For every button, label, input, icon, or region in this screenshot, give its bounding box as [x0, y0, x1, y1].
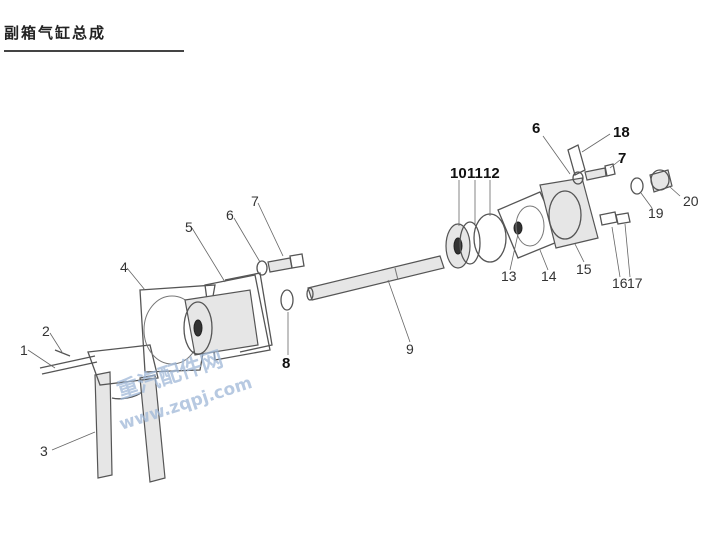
callout-9: 9	[406, 341, 414, 357]
part-pin-2	[54, 349, 71, 357]
part-piston-10	[445, 223, 471, 269]
callout-10: 10	[450, 165, 467, 182]
leader-lines	[27, 133, 681, 451]
part-bolt-7-left	[267, 253, 305, 273]
part-bolt-7-right	[584, 163, 616, 181]
part-nut-13	[513, 221, 523, 235]
callout-5: 5	[185, 219, 193, 235]
part-washer-6-left	[256, 260, 268, 276]
watermark: 重汽配件网 www.zqpj.com	[114, 346, 255, 435]
part-cylinder-cover-15	[539, 177, 599, 249]
callout-18: 18	[613, 124, 630, 141]
part-oring-12	[473, 213, 507, 263]
callout-3: 3	[40, 443, 48, 459]
part-shift-fork	[87, 344, 166, 483]
callout-1: 1	[20, 342, 28, 358]
part-oring-19	[630, 177, 644, 195]
part-oring-8	[280, 289, 294, 311]
callout-14: 14	[541, 268, 557, 284]
callout-16: 16	[612, 275, 628, 291]
callout-12: 12	[483, 165, 500, 182]
part-seal-11	[459, 221, 481, 265]
callout-8: 8	[282, 355, 290, 372]
part-cylinder-body-5	[183, 272, 273, 361]
page-title: 副箱气缸总成	[4, 24, 107, 42]
part-fitting-17	[615, 212, 631, 225]
part-connector-20	[649, 169, 673, 193]
callout-15: 15	[576, 261, 592, 277]
part-piston-rod-9	[306, 255, 445, 301]
callout-6-left: 6	[226, 207, 234, 223]
part-bolt-1	[39, 355, 98, 375]
callout-17: 17	[627, 275, 643, 291]
part-fitting-16	[599, 211, 618, 226]
title-underline	[4, 50, 184, 52]
callout-11: 11	[467, 165, 483, 182]
callout-4: 4	[120, 259, 128, 275]
callout-19: 19	[648, 205, 664, 221]
callout-7-right: 7	[618, 150, 626, 167]
callout-20: 20	[683, 193, 699, 209]
callout-13: 13	[501, 268, 517, 284]
callout-7-left: 7	[251, 193, 259, 209]
callout-6-right: 6	[532, 120, 540, 137]
part-washer-6-right	[572, 171, 584, 185]
callout-2: 2	[42, 323, 50, 339]
part-bracket-18	[567, 144, 586, 176]
